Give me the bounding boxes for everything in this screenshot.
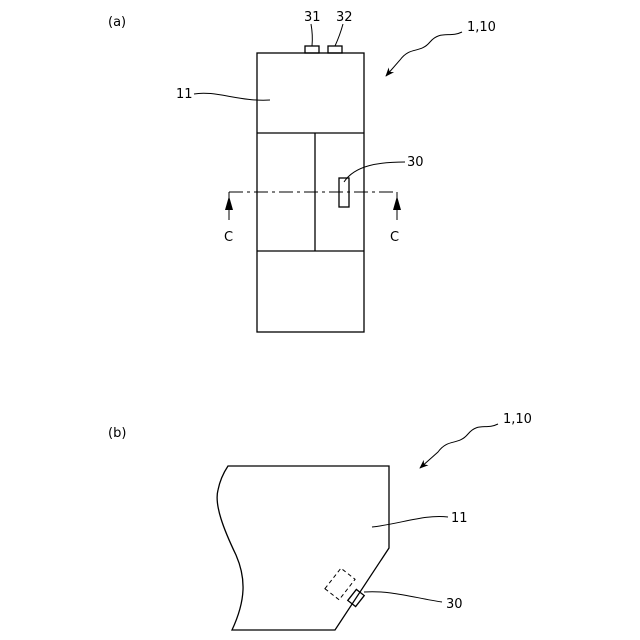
section-body-label: 11 xyxy=(451,511,468,526)
figure-b-label: (b) xyxy=(108,426,126,441)
body-label: 11 xyxy=(176,87,193,102)
section-body-leader xyxy=(372,516,448,527)
section-arrowhead-left xyxy=(225,196,233,210)
figure-a: (a) 31 32 30 11 C C 1,10 xyxy=(108,10,496,332)
connector-32-label: 32 xyxy=(336,10,353,25)
figure-b: (b) 11 30 1,10 xyxy=(108,412,532,630)
connector-32-leader xyxy=(335,24,343,46)
section-body-outline xyxy=(217,466,389,630)
section-sensor-leader xyxy=(364,592,442,602)
sensor-housing-hidden xyxy=(325,568,355,600)
connector-31 xyxy=(305,46,319,53)
section-arrowhead-right xyxy=(393,196,401,210)
connector-31-label: 31 xyxy=(304,10,321,25)
body-leader xyxy=(194,93,270,100)
figure-a-label: (a) xyxy=(108,15,126,30)
sensor-30-label: 30 xyxy=(407,155,424,170)
assembly-label-b: 1,10 xyxy=(503,412,532,427)
assembly-arrow-b xyxy=(420,424,498,468)
assembly-arrow-a xyxy=(386,32,462,76)
connector-31-leader xyxy=(311,24,312,46)
sensor-30-leader xyxy=(344,162,405,182)
assembly-label-a: 1,10 xyxy=(467,20,496,35)
section-mark-left: C xyxy=(224,230,233,245)
section-sensor-label: 30 xyxy=(446,597,463,612)
section-mark-right: C xyxy=(390,230,399,245)
connector-32 xyxy=(328,46,342,53)
